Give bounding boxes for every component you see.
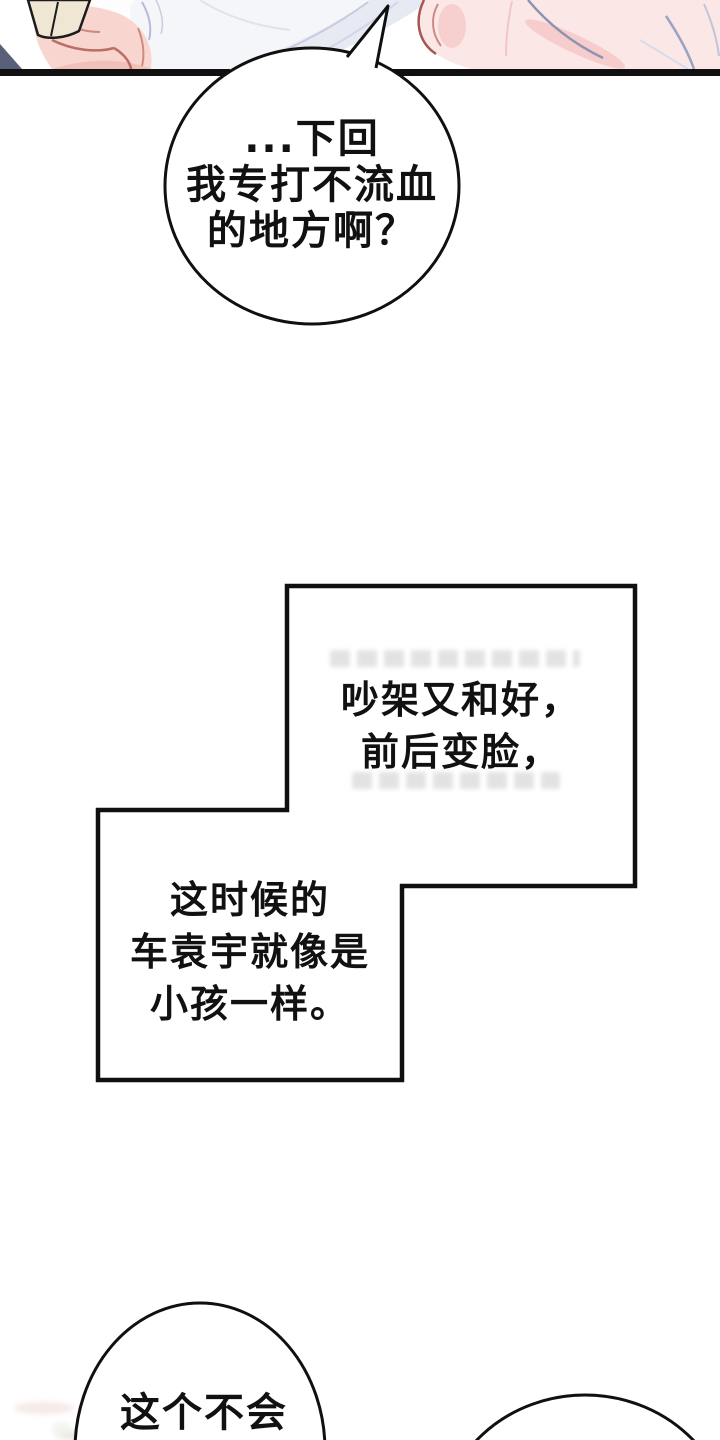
narration-text-line: 这时候的 [169, 878, 330, 922]
fabric-fold-line [141, 1, 152, 41]
speech-text-line: ...下回 [244, 116, 380, 162]
narration-text-line: 小孩一样。 [149, 982, 350, 1026]
jaw-outline [417, 0, 437, 56]
finger-line [113, 46, 133, 70]
skin-crease [505, 0, 513, 57]
narration-text-line: 吵架又和好， [340, 678, 581, 722]
ghost-text [352, 772, 560, 789]
bandage [26, 0, 92, 40]
finger-line [137, 27, 145, 67]
fabric-fold-line [703, 3, 720, 57]
speech-bubble-bottom-left-text: 这个不会 [74, 1390, 334, 1436]
speech-bubble-bottom-right [474, 1393, 696, 1440]
neckline-curve [527, 0, 604, 60]
fabric-fold-line [155, 0, 164, 35]
fabric-fold-line [664, 15, 696, 70]
corner-shadow [0, 44, 22, 69]
fabric-fold-line [639, 39, 689, 70]
speech-bubble-tail [345, 4, 390, 69]
narration-box-union [95, 583, 638, 1083]
ghost-text [330, 650, 580, 667]
speech-text-line: 的地方啊？ [207, 208, 417, 254]
ear-inner-line [432, 3, 442, 47]
speech-bubble-top-text: ...下回 我专打不流血 的地方啊？ [152, 116, 472, 254]
narration-box1-text: 吵架又和好， 前后变脸， [289, 674, 633, 778]
narration-text-line: 车袁宇就像是 [129, 930, 370, 974]
panel-border-right [390, 69, 720, 76]
speech-bubble-bottom-left [73, 1301, 327, 1440]
speech-bubble-top [163, 46, 461, 326]
bandage-line [50, 1, 59, 37]
speech-text-line: 这个不会 [120, 1390, 288, 1436]
narration-box2-text: 这时候的 车袁宇就像是 小孩一样。 [100, 874, 400, 1030]
ear-shading [438, 4, 466, 48]
hand-shadow [52, 60, 151, 69]
panel-border-left [0, 69, 230, 76]
speech-text-line: 我专打不流血 [186, 162, 438, 208]
narration-text-line: 前后变脸， [360, 730, 561, 774]
fabric-fold-line [199, 0, 291, 31]
finger-line [51, 38, 115, 52]
